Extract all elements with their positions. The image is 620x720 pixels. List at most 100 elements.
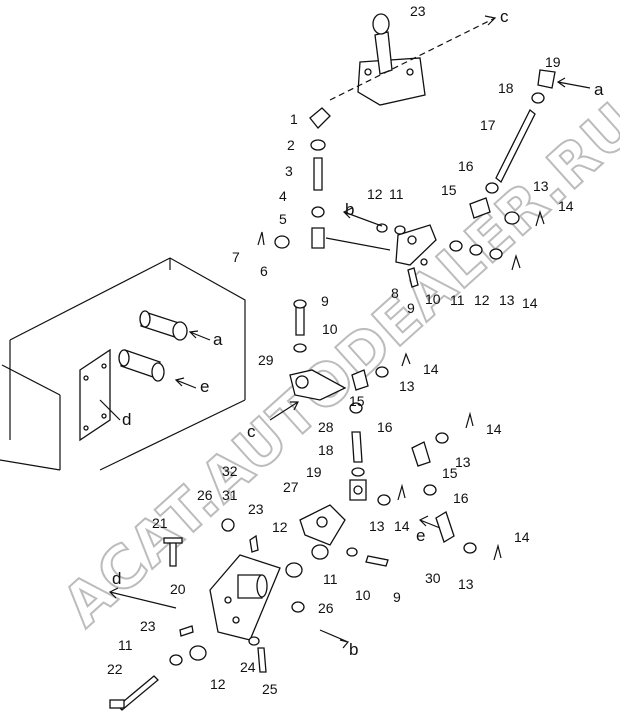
callout-27: 27 bbox=[283, 479, 299, 495]
ref-letter-b: b bbox=[345, 200, 354, 219]
callout-14: 14 bbox=[514, 529, 530, 545]
part-10-washer-mid bbox=[293, 343, 307, 353]
part-29-lever bbox=[289, 369, 347, 401]
part-10-washer-lower bbox=[346, 547, 358, 557]
part-24-washer bbox=[248, 636, 260, 646]
callout-4: 4 bbox=[279, 188, 287, 204]
bellcrank-upper bbox=[395, 224, 437, 266]
callout-15: 15 bbox=[442, 465, 458, 481]
ref-letter-c: c bbox=[247, 422, 256, 441]
callout-9: 9 bbox=[393, 589, 401, 605]
ref-letter-d: d bbox=[122, 410, 131, 429]
part-11-bushing-lower bbox=[311, 544, 329, 560]
callout-9: 9 bbox=[321, 293, 329, 309]
ref-letter-a: a bbox=[213, 330, 223, 349]
ref-letter-a: a bbox=[594, 80, 604, 99]
callout-14: 14 bbox=[486, 421, 502, 437]
part-14-pin-b bbox=[511, 253, 521, 271]
part-16-nut bbox=[485, 182, 499, 194]
callout-16: 16 bbox=[458, 158, 474, 174]
part-12-bushing-bottom bbox=[189, 645, 207, 661]
part-26-nut-upper bbox=[221, 518, 235, 532]
part-5-bolt bbox=[311, 227, 325, 249]
callout-10: 10 bbox=[355, 587, 371, 603]
callout-16: 16 bbox=[377, 419, 393, 435]
callout-6: 6 bbox=[260, 263, 268, 279]
callout-15: 15 bbox=[349, 393, 365, 409]
callout-9: 9 bbox=[407, 300, 415, 316]
arrow-a-mid bbox=[188, 330, 211, 341]
callout-16: 16 bbox=[453, 490, 469, 506]
callout-12: 12 bbox=[367, 186, 383, 202]
part-10-washer-upper bbox=[420, 258, 428, 266]
callout-19: 19 bbox=[306, 464, 322, 480]
callout-23: 23 bbox=[140, 618, 156, 634]
part-13-nut-lower-b bbox=[435, 432, 449, 444]
lever-housing bbox=[357, 13, 426, 106]
part-12-washer-b bbox=[469, 244, 483, 256]
part-9-bolt-lower bbox=[365, 555, 389, 567]
part-13-nut-mid bbox=[375, 366, 389, 378]
callout-29: 29 bbox=[258, 352, 274, 368]
part-15-end bbox=[469, 197, 491, 219]
callout-22: 22 bbox=[107, 661, 123, 677]
part-13-nut-lower-c bbox=[463, 542, 477, 554]
callout-14: 14 bbox=[394, 518, 410, 534]
part-3-bolt bbox=[313, 157, 323, 191]
part-15-end-lower bbox=[411, 441, 431, 467]
callout-32: 32 bbox=[222, 463, 238, 479]
arrow-b-lower bbox=[319, 629, 350, 649]
arrow-c-mid bbox=[269, 401, 299, 421]
arrow-e-lower bbox=[418, 515, 441, 529]
frame-box bbox=[0, 257, 246, 471]
part-22-pin bbox=[109, 675, 159, 711]
callout-13: 13 bbox=[458, 576, 474, 592]
callout-11: 11 bbox=[323, 571, 338, 587]
arrow-b-upper bbox=[342, 207, 383, 227]
part-11-bushing-b bbox=[449, 240, 463, 252]
callout-11: 11 bbox=[450, 292, 465, 308]
shaft-cylinder-upper bbox=[139, 310, 188, 341]
callout-17: 17 bbox=[480, 117, 496, 133]
part-11-bushing-upper bbox=[394, 225, 406, 235]
part-13-nut-upper bbox=[504, 211, 520, 225]
part-4-nut bbox=[311, 206, 325, 218]
callout-23: 23 bbox=[248, 501, 264, 517]
part-14-pin-upper bbox=[535, 209, 545, 227]
leader-c-top bbox=[329, 17, 496, 101]
callout-18: 18 bbox=[318, 442, 334, 458]
callout-8: 8 bbox=[391, 285, 399, 301]
callout-13: 13 bbox=[369, 518, 385, 534]
ref-letter-c: c bbox=[500, 7, 509, 26]
callout-13: 13 bbox=[399, 378, 415, 394]
arrow-e-mid bbox=[174, 377, 197, 389]
ref-letter-d: d bbox=[112, 569, 121, 588]
part-9-bolt-mid bbox=[293, 299, 307, 336]
arrow-d-mid bbox=[99, 399, 121, 421]
part-14-pin-lower-b bbox=[465, 411, 474, 429]
part-18-nut bbox=[531, 92, 545, 104]
callout-21: 21 bbox=[152, 515, 168, 531]
callout-5: 5 bbox=[279, 211, 287, 227]
part-15-end-mid bbox=[351, 369, 369, 391]
shaft-cylinder-lower bbox=[118, 349, 165, 382]
callout-10: 10 bbox=[425, 291, 441, 307]
shaft-lower bbox=[237, 574, 268, 599]
part-11-washer-bottom bbox=[169, 654, 183, 666]
part-19-end bbox=[537, 69, 556, 89]
callout-2: 2 bbox=[287, 137, 295, 153]
callout-7: 7 bbox=[232, 249, 240, 265]
callout-18: 18 bbox=[498, 80, 514, 96]
callout-26: 26 bbox=[318, 600, 334, 616]
callout-14: 14 bbox=[558, 198, 574, 214]
part-30-rod bbox=[435, 511, 455, 543]
part-16-nut-lower bbox=[423, 484, 437, 496]
part-2-nut bbox=[310, 139, 326, 151]
callout-13: 13 bbox=[533, 178, 549, 194]
arrow-a-upper bbox=[556, 77, 591, 89]
part-12-bushing-lower bbox=[285, 562, 303, 578]
callout-25: 25 bbox=[262, 681, 278, 697]
callout-13: 13 bbox=[455, 454, 471, 470]
